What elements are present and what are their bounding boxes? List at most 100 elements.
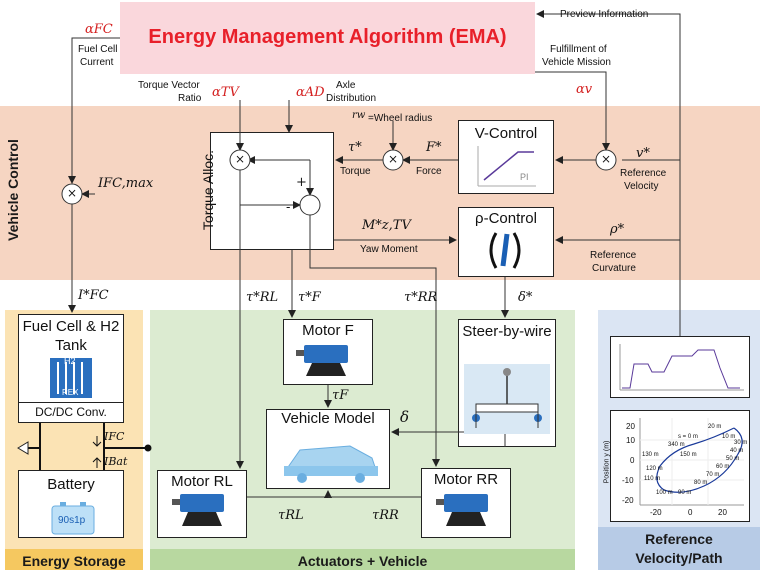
trajectory-path — [656, 427, 743, 493]
torque-label: Torque — [340, 166, 371, 177]
energy-storage-title: Energy Storage — [22, 553, 126, 569]
tau-star-symbol: τ* — [348, 140, 362, 155]
fuel-cell-stack-icon — [50, 358, 92, 398]
actuators-title: Actuators + Vehicle — [297, 553, 428, 569]
v-control-block — [458, 120, 554, 194]
preview-info-label: Preview Information — [560, 9, 649, 20]
delta-star-symbol: δ* — [518, 290, 533, 305]
steer-by-wire-label: Steer-by-wire — [462, 323, 552, 340]
vehicle-control-zone — [0, 106, 760, 280]
fc-times-glyph: × — [67, 186, 78, 200]
torque-vector-label-2: Ratio — [178, 93, 202, 104]
tau-rl-symbol: τRL — [278, 508, 304, 523]
alloc-times-glyph: × — [235, 152, 246, 166]
car-icon — [284, 445, 378, 483]
sum-junction-icon — [299, 194, 321, 216]
fuel-cell-current-label-2: Current — [80, 57, 114, 68]
yaw-moment-label: Yaw Moment — [360, 244, 418, 255]
traj-ann-100m: 100 m — [656, 490, 673, 496]
trajectory-plot — [610, 410, 750, 522]
battery-cell-label: 90s1p — [58, 515, 86, 526]
plus-sign: + — [296, 175, 307, 190]
force-multiplier-icon — [382, 149, 404, 171]
velocity-multiplier-icon — [595, 149, 617, 171]
traj-ann-40m: 40 m — [730, 448, 744, 454]
trajectory-ylabel: Position y (m) — [603, 440, 611, 484]
fuel-cell-label: Fuel Cell & H2 Tank — [22, 318, 120, 354]
v-star-symbol: v* — [636, 146, 650, 161]
battery-icon — [51, 502, 95, 535]
velocity-times-glyph: × — [601, 152, 612, 166]
rw-symbol: rw — [352, 110, 366, 121]
battery-label: Battery — [47, 476, 95, 493]
ema-header — [120, 2, 535, 74]
motor-rl-icon — [172, 494, 224, 526]
traj-ann-110m: 110 m — [644, 476, 661, 482]
traj-ann-30m: 30 m — [734, 440, 748, 446]
rex-label: REX — [62, 388, 79, 397]
ytick-neg10: -10 — [622, 476, 634, 485]
traj-ann-340m: 340 m — [668, 442, 685, 448]
tau-f-symbol: τF — [332, 388, 349, 403]
fc-multiplier-icon — [61, 183, 83, 205]
alpha-tv-symbol: αTV — [212, 85, 239, 100]
ref-curvature-label-2: Curvature — [592, 263, 636, 274]
i-fc-star-symbol: I*FC — [78, 288, 109, 303]
alloc-multiplier-icon — [229, 149, 251, 171]
motor-rr-label: Motor RR — [433, 471, 499, 488]
dcdc-label: DC/DC Conv. — [35, 405, 107, 419]
traj-ann-60m: 60 m — [716, 464, 730, 470]
alpha-v-symbol: αv — [576, 82, 593, 97]
ref-velocity-label-2: Velocity — [624, 181, 659, 192]
torque-vector-label-1: Torque Vector — [138, 80, 200, 91]
minus-sign: - — [286, 200, 291, 215]
xtick-20: 20 — [718, 508, 727, 517]
motor-rr-icon — [436, 494, 488, 526]
i-fc-symbol: IFC — [104, 430, 125, 443]
ytick-10: 10 — [626, 436, 635, 445]
tau-rl-star-symbol: τ*RL — [246, 290, 279, 305]
tau-rr-star-symbol: τ*RR — [404, 290, 438, 305]
fulfillment-label-2: Vehicle Mission — [542, 57, 611, 68]
traj-ann-80m: 80 m — [694, 480, 708, 486]
traj-ann-20m: 20 m — [708, 424, 722, 430]
axle-label-2: Distribution — [326, 93, 377, 104]
rho-control-icon — [489, 232, 521, 269]
rho-control-label: ρ-Control — [475, 210, 537, 227]
reference-title-1: Reference — [645, 531, 713, 547]
traj-ann-s0: s = 0 m — [678, 434, 698, 440]
energy-storage-title-bar — [5, 549, 143, 570]
motor-f-icon — [296, 345, 348, 376]
alpha-fc-symbol: αFC — [85, 22, 113, 37]
ema-title: Energy Management Algorithm (EMA) — [148, 26, 507, 48]
traj-ann-150m: 150 m — [680, 452, 697, 458]
i-fc-max-symbol: IFC,max — [98, 176, 154, 191]
xtick-0: 0 — [688, 508, 693, 517]
velocity-profile-line — [619, 344, 744, 391]
tau-f-star-symbol: τ*F — [298, 290, 321, 305]
delta-symbol: δ — [400, 408, 410, 426]
motor-f-label: Motor F — [302, 322, 354, 339]
output-triangle-icon — [17, 441, 29, 455]
traj-ann-50m: 50 m — [726, 456, 740, 462]
m-z-tv-symbol: M*z,TV — [362, 218, 411, 233]
ytick-20: 20 — [626, 422, 635, 431]
fuel-cell-current-label-1: Fuel Cell — [78, 44, 118, 55]
pi-graph-icon — [477, 146, 536, 187]
tau-rr-symbol: τRR — [372, 508, 399, 523]
force-times-glyph: × — [388, 152, 399, 166]
ref-curvature-label-1: Reference — [590, 250, 637, 261]
ytick-0: 0 — [630, 456, 635, 465]
force-label: Force — [416, 166, 442, 177]
rho-star-symbol: ρ* — [610, 222, 625, 237]
fulfillment-label-1: Fulfillment of — [550, 44, 607, 55]
dcdc-divider — [18, 402, 124, 403]
xtick-neg20: -20 — [650, 508, 662, 517]
traj-ann-70m: 70 m — [706, 472, 720, 478]
traj-ann-130m: 130 m — [642, 452, 659, 458]
vehicle-model-label: Vehicle Model — [281, 410, 375, 427]
traj-ann-10m: 10 m — [722, 434, 736, 440]
steering-axle-icon — [464, 364, 550, 434]
traj-ann-120m: 120 m — [646, 466, 663, 472]
v-control-label: V-Control — [474, 125, 538, 142]
